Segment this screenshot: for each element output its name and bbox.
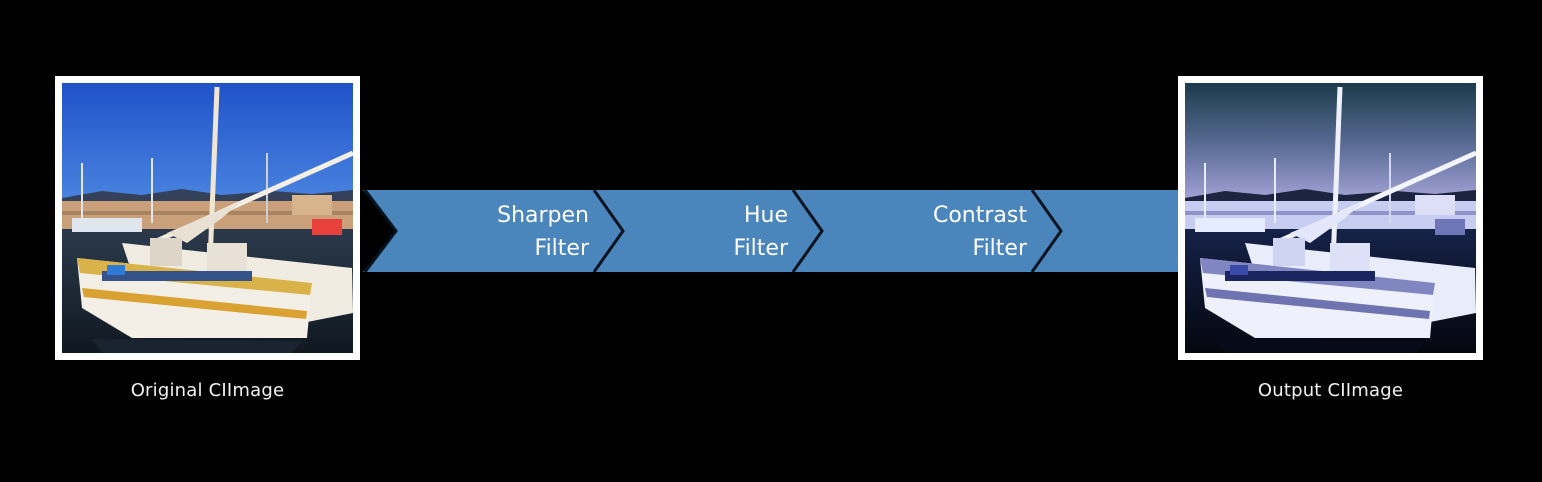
- boat-photo-original: [62, 83, 353, 353]
- chevron-hue-icon: [791, 189, 824, 273]
- output-image: [1178, 76, 1483, 360]
- sharpen-filter-label: Sharpen Filter: [389, 199, 589, 265]
- boat-photo-output: [1185, 83, 1476, 353]
- chevron-start-icon: [363, 189, 398, 273]
- filter-name: Hue: [743, 203, 788, 228]
- contrast-filter-label: Contrast Filter: [827, 199, 1027, 265]
- original-image-caption: Original CIImage: [130, 380, 285, 401]
- chevron-sharpen-icon: [592, 189, 625, 273]
- filter-suffix: Filter: [534, 236, 589, 261]
- chevron-contrast-icon: [1030, 189, 1063, 273]
- original-image: [55, 76, 360, 360]
- pipeline-band: [363, 190, 1180, 272]
- filter-suffix: Filter: [733, 236, 788, 261]
- filter-name: Sharpen: [497, 203, 589, 228]
- output-image-caption: Output CIImage: [1257, 380, 1404, 401]
- filter-name: Contrast: [932, 203, 1027, 228]
- hue-filter-label: Hue Filter: [588, 199, 788, 265]
- filter-suffix: Filter: [972, 236, 1027, 261]
